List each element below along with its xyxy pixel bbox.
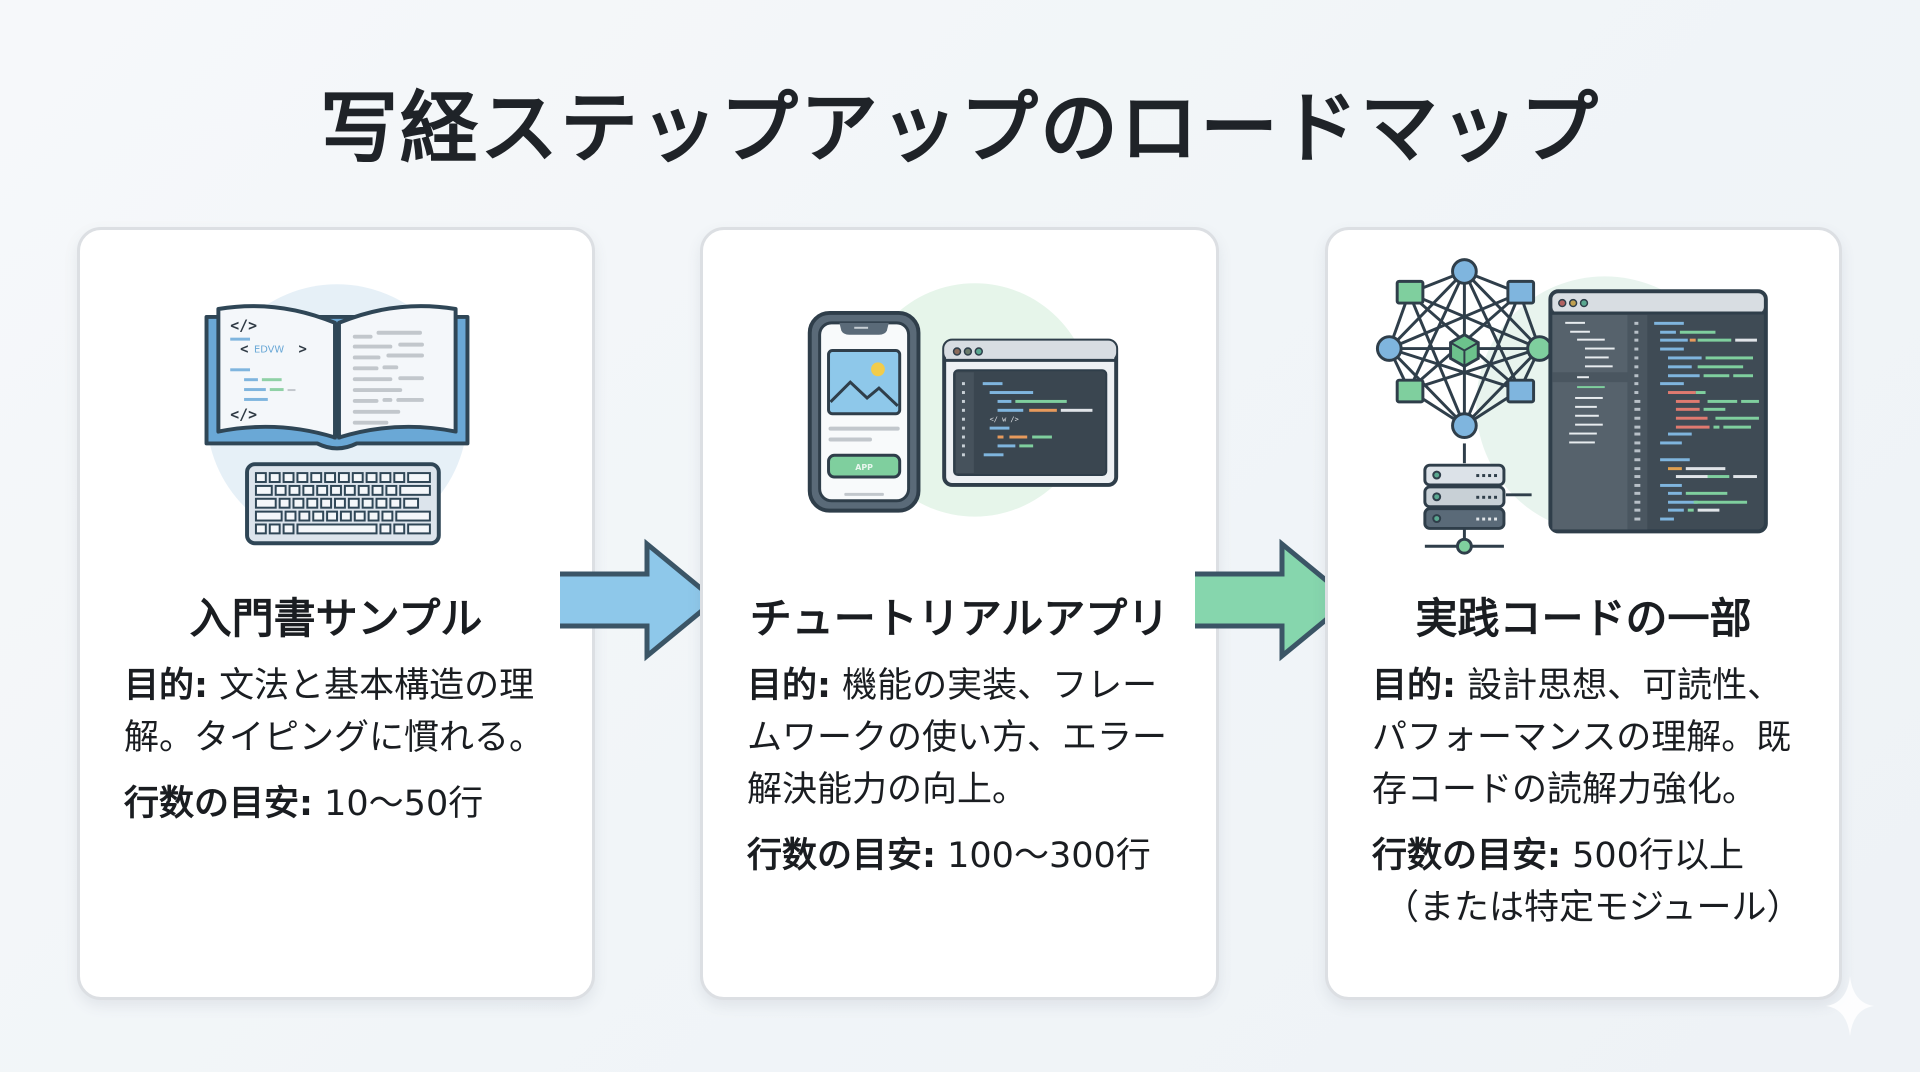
line-count: 行数の目安: 500行以上 [1372,830,1803,882]
line-count: 行数の目安: 100〜300行 [747,830,1180,882]
phone-and-code-window-icon: APP </ w /> [807,283,1119,517]
line-count-label: 行数の目安: [1372,836,1561,876]
page-title: 写経ステップアップのロードマップ [319,84,1600,174]
sparkle-watermark-icon [1826,976,1874,1036]
step-title: チュートリアルアプリ [749,594,1170,643]
book-and-keyboard-icon: </> < EDVW > </> [204,284,470,546]
line-count-value: 500行以上 [1572,836,1744,876]
line-count-value: 10〜50行 [324,784,484,824]
step-card-production: 実践コードの一部 目的: 設計思想、可読性、パフォーマンスの理解。既存コードの読… [1325,227,1842,1000]
svg-text:</>: </> [230,407,257,424]
line-count-label: 行数の目安: [747,836,936,876]
purpose-label: 目的: [747,666,831,706]
svg-text:>: > [298,341,306,357]
purpose-text: 機能の実装、フレームワークの使い方、エラー解決能力の向上。 [747,666,1168,810]
purpose: 目的: 機能の実装、フレームワークの使い方、エラー解決能力の向上。 [747,660,1180,816]
step-description: 目的: 設計思想、可読性、パフォーマンスの理解。既存コードの読解力強化。 行数の… [1372,660,1803,934]
purpose: 目的: 文法と基本構造の理解。タイピングに慣れる。 [124,660,556,764]
step-card-tutorial: APP </ w /> チュートリアルアプリ 目的: 機能の実装、フレームワーク… [700,227,1219,1000]
network-server-and-code-editor-icon [1375,258,1768,555]
svg-text:</>: </> [230,318,257,335]
line-count-value: 100〜300行 [947,836,1151,876]
phone-app-button-text: APP [855,463,873,472]
line-count-label: 行数の目安: [124,784,313,824]
svg-text:<: < [240,341,248,357]
purpose-text: 設計思想、可読性、パフォーマンスの理解。既存コードの読解力強化。 [1372,666,1792,810]
purpose-text: 文法と基本構造の理解。タイピングに慣れる。 [124,666,545,758]
step-title: 入門書サンプル [189,594,483,643]
line-count-note: （または特定モジュール） [1384,888,1802,928]
step-card-beginner: </> < EDVW > </> [77,227,595,1000]
step-title: 実践コードの一部 [1415,594,1752,643]
purpose-label: 目的: [1372,666,1456,706]
purpose: 目的: 設計思想、可読性、パフォーマンスの理解。既存コードの読解力強化。 [1372,660,1803,816]
purpose-label: 目的: [124,666,208,706]
line-count: 行数の目安: 10〜50行 [124,778,556,830]
book-code-text: EDVW [254,344,284,355]
step-description: 目的: 機能の実装、フレームワークの使い方、エラー解決能力の向上。 行数の目安:… [747,660,1180,882]
svg-text:</ w />: </ w /> [990,416,1019,424]
step-description: 目的: 文法と基本構造の理解。タイピングに慣れる。 行数の目安: 10〜50行 [124,660,556,830]
